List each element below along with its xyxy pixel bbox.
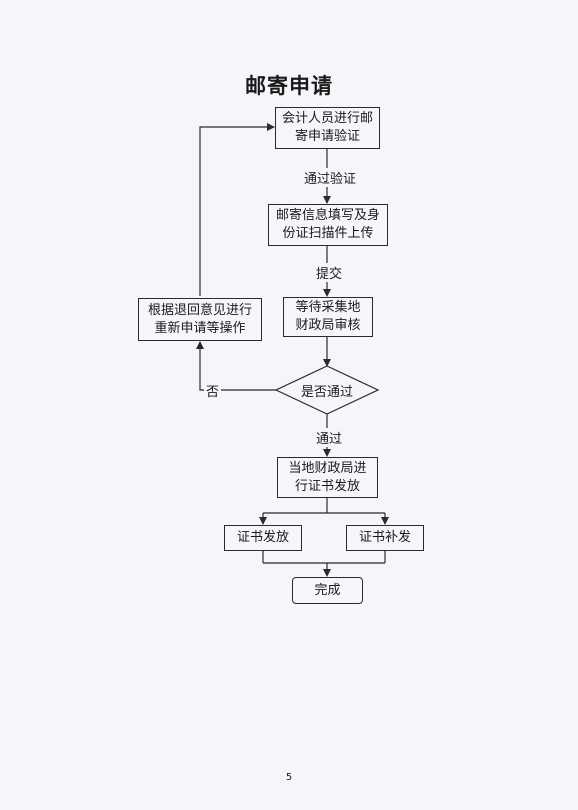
- decision-label: 是否通过: [300, 385, 353, 400]
- decision-diamond-shape: [274, 365, 380, 415]
- edge-label-verify-passed: 通过验证: [302, 168, 359, 187]
- node-cert-reissue: 证书补发: [346, 525, 424, 551]
- node-verify: 会计人员进行邮 寄申请验证: [275, 107, 380, 149]
- node-await-review: 等待采集地 财政局审核: [283, 297, 373, 337]
- node-fill-info: 邮寄信息填写及身 份证扫描件上传: [268, 204, 388, 246]
- edge-label-submit: 提交: [314, 263, 345, 282]
- node-done: 完成: [292, 577, 363, 604]
- edge-label-rejected: 否: [204, 381, 222, 400]
- arrow-reapply-to-verify: [199, 123, 275, 296]
- page-number: 5: [285, 772, 293, 783]
- page-title: 邮寄申请: [245, 74, 333, 98]
- arrow-decision-no-to-reapply: [196, 341, 276, 391]
- node-local-issue: 当地财政局进 行证书发放: [277, 457, 378, 498]
- node-cert-issue: 证书发放: [224, 525, 302, 551]
- node-reapply: 根据退回意见进行 重新申请等操作: [138, 298, 262, 341]
- edge-label-passed: 通过: [314, 428, 345, 447]
